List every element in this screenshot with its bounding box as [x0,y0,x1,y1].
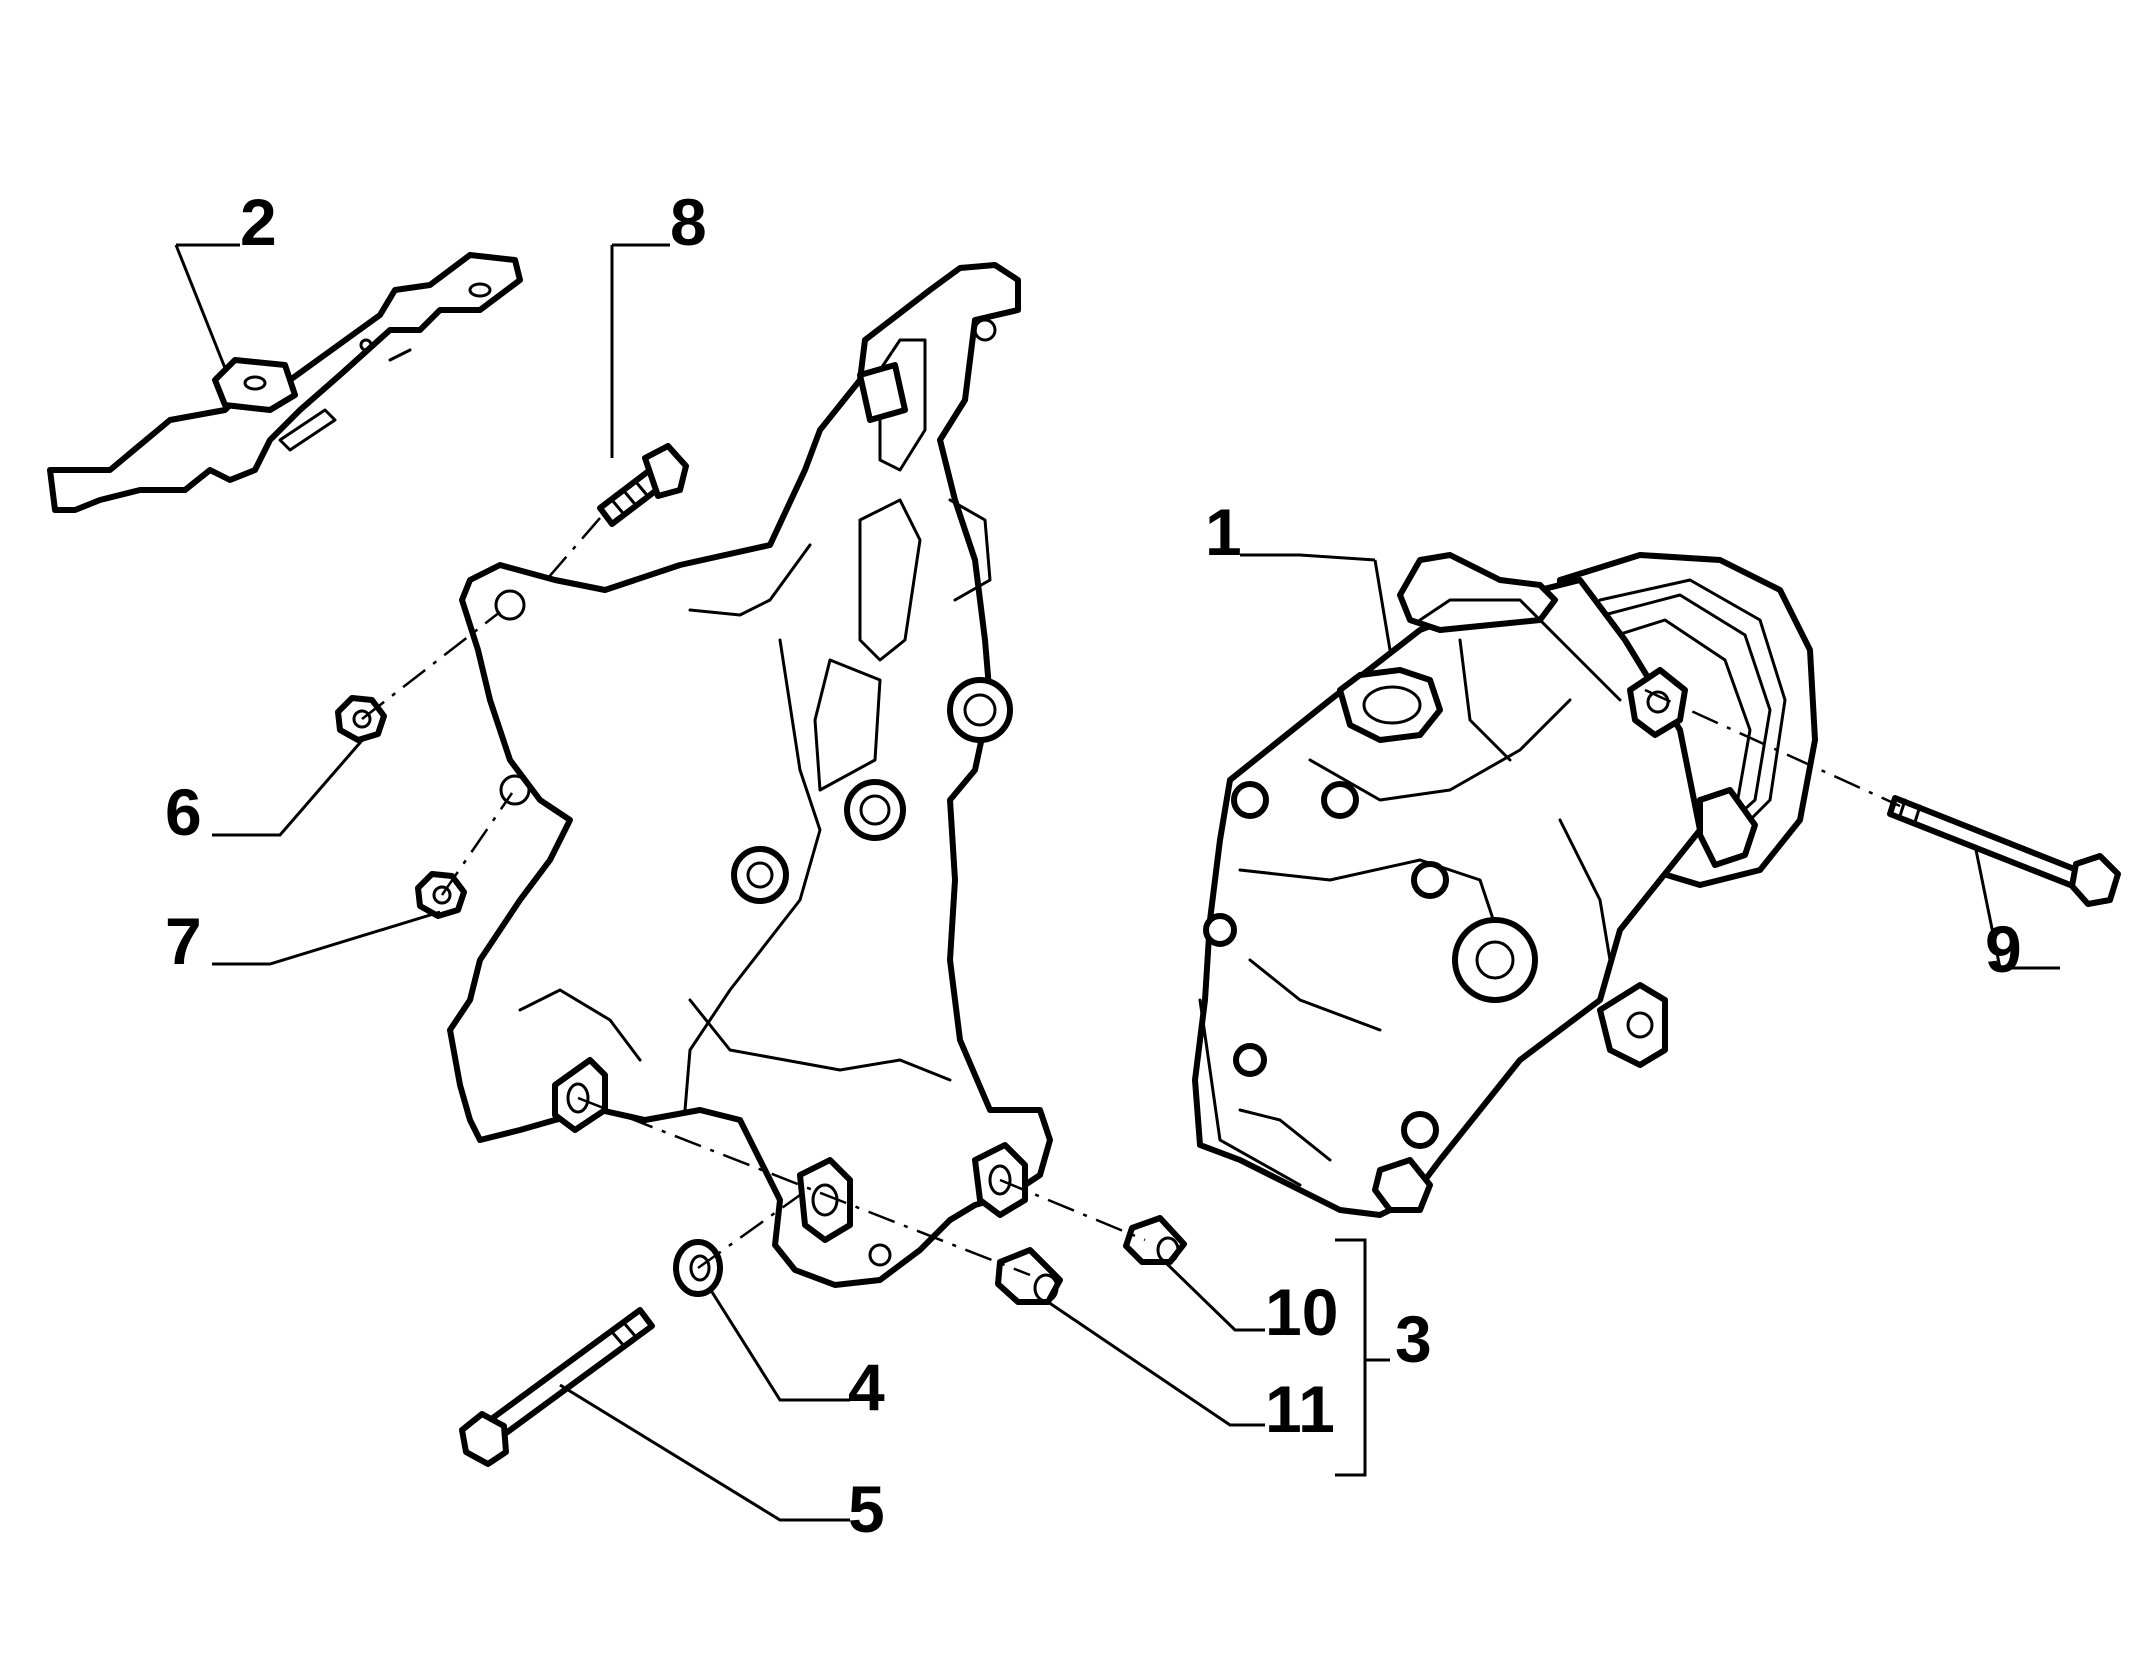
alignment-axes [361,517,1901,1277]
callout-labels: 1 2 3 4 5 6 7 8 9 10 11 [165,185,2022,1546]
part-11-sleeve [995,1247,1063,1305]
callout-1: 1 [1205,495,1242,569]
callout-9: 9 [1985,912,2022,986]
callout-2: 2 [240,185,277,259]
callout-4: 4 [848,1350,885,1424]
callout-7: 7 [165,904,202,978]
callout-5: 5 [848,1472,885,1546]
callout-6: 6 [165,775,202,849]
callout-10: 10 [1265,1275,1338,1349]
callout-3: 3 [1395,1302,1432,1376]
part-7-nut [415,871,467,919]
part-8-bolt [597,443,689,527]
part-10-sleeve [1123,1215,1187,1265]
part-5-bolt [459,1307,655,1467]
part-2-bracket [47,252,523,513]
callout-11: 11 [1265,1372,1335,1446]
part-1-compressor [1192,552,1818,1218]
callout-8: 8 [670,185,707,259]
leader-lines [174,243,2060,1522]
part-6-nut [335,695,387,743]
mounting-bracket [447,262,1053,1288]
part-9-bolt [1887,795,2121,907]
